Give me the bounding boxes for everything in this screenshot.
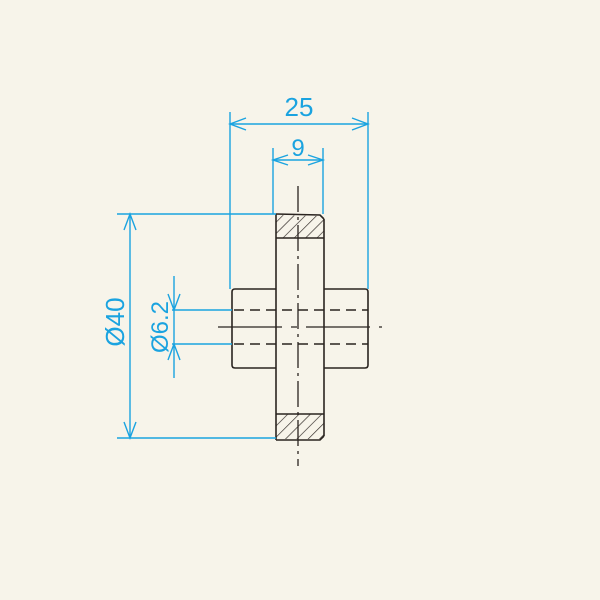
dimension-label-face-width: 9 <box>291 135 304 162</box>
hub-outline <box>231 288 369 369</box>
dimension-face-width <box>270 148 326 214</box>
dimension-label-overall-width: 25 <box>285 92 314 122</box>
dimension-label-bore-diameter: Ø6.2 <box>147 301 174 353</box>
center-lines <box>218 186 382 466</box>
hatched-section-bottom <box>276 414 324 439</box>
bore-hidden-lines <box>234 309 368 345</box>
dimension-outer-diameter <box>117 212 276 440</box>
dimension-overall-width <box>228 112 370 289</box>
hatched-section-top <box>276 215 324 238</box>
dimension-bore-diameter <box>167 276 232 378</box>
dimension-label-outer-diameter: Ø40 <box>100 297 130 346</box>
